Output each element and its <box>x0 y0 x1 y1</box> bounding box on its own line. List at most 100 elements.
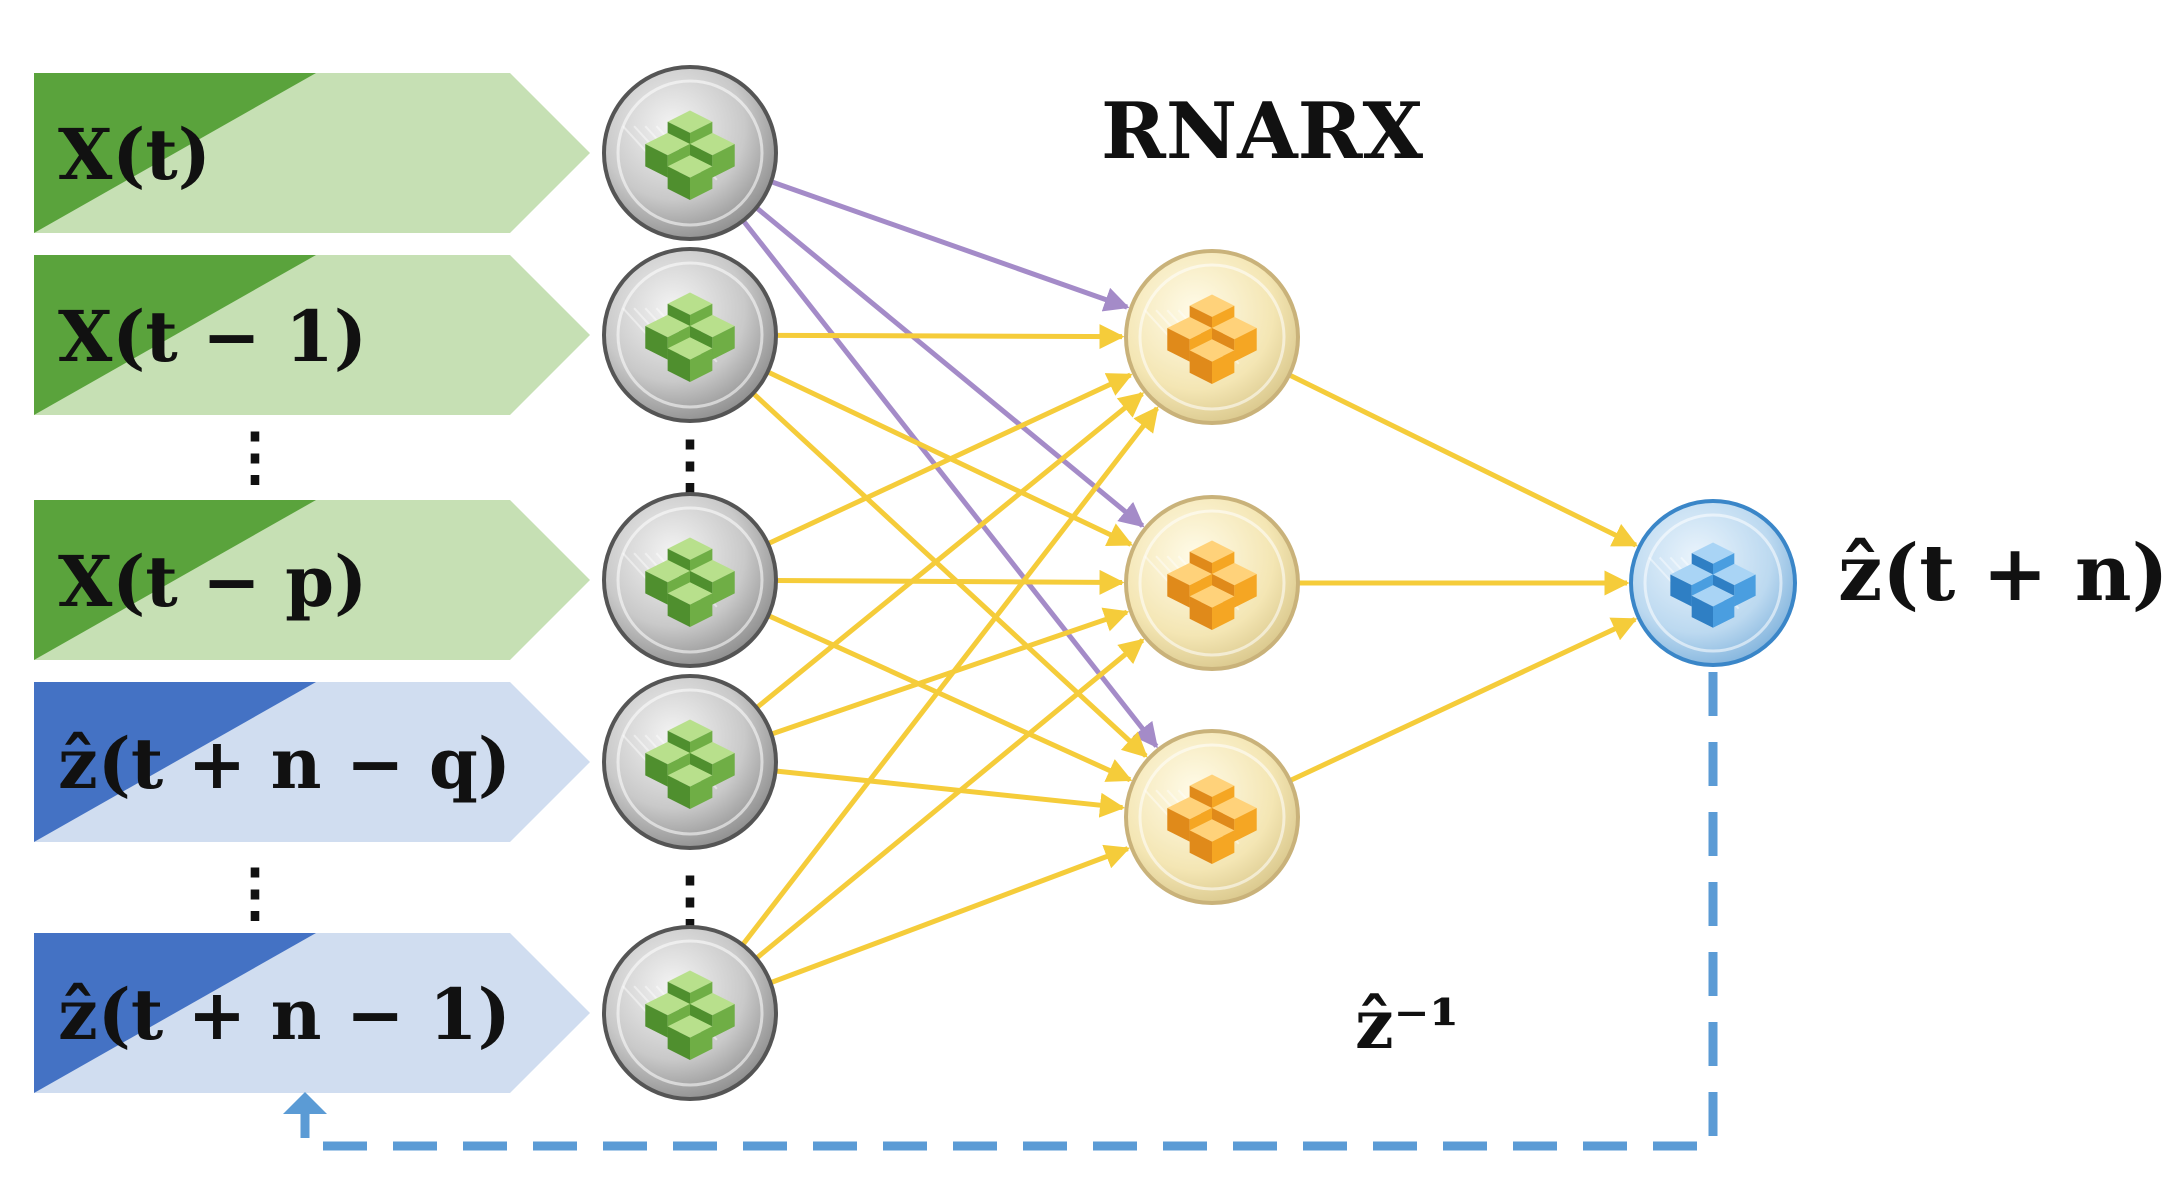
edge-input1-hidden1 <box>770 179 1130 312</box>
cube-left-face <box>667 593 690 627</box>
cube-left-face <box>1167 574 1190 608</box>
input-banner-corner <box>34 255 316 415</box>
cube-top-face <box>645 741 690 765</box>
input-label-4: ẑ(t + n − q) <box>58 722 511 805</box>
input-banner-2: X(t − 1) <box>34 255 590 415</box>
cube-left-face <box>1691 595 1713 628</box>
input-banner-3: X(t − p) <box>34 500 590 660</box>
cube-top-face <box>667 537 713 560</box>
node-inner-ring <box>616 688 764 836</box>
cube-right-face <box>712 326 735 360</box>
cube-right-face <box>1212 830 1235 864</box>
edge-input1-hidden3 <box>741 219 1159 749</box>
network-nodes <box>602 65 1797 1101</box>
edge-input4-hidden3 <box>775 768 1125 818</box>
input-banner-1: X(t) <box>34 73 590 233</box>
cube-right-face <box>1734 574 1756 607</box>
input-node-4 <box>602 674 778 850</box>
cube-top-face <box>1189 294 1235 317</box>
edge-input3-hidden1 <box>766 372 1133 546</box>
input-banner-corner <box>34 933 316 1093</box>
hidden-node-2 <box>1124 495 1300 671</box>
edge-input3-hidden2 <box>775 569 1125 595</box>
ellipsis-nodes-upper: ⋮ <box>658 427 722 502</box>
cube-right-face <box>712 1004 735 1038</box>
cube-right-face <box>690 593 713 627</box>
cube-top-face <box>645 559 690 583</box>
cube-left-face <box>645 144 668 178</box>
cube-top-face <box>1167 316 1212 340</box>
connection-edges <box>740 179 1639 986</box>
node-inner-ring <box>1138 509 1286 657</box>
cube-top-face <box>690 992 735 1016</box>
cube-right-face <box>690 166 713 200</box>
cube-right-face <box>1212 350 1235 384</box>
cube-left-face <box>1670 574 1692 607</box>
cube-top-face <box>667 582 713 605</box>
cube-right-face <box>690 1026 713 1060</box>
node-inner-ring <box>616 79 764 227</box>
cube-top-face <box>1691 542 1735 564</box>
cube-left-face <box>667 348 690 382</box>
input-label-2: X(t − 1) <box>58 295 367 378</box>
edge-input3-hidden3 <box>767 613 1133 783</box>
cube-top-face <box>645 992 690 1016</box>
node-inner-ring <box>616 506 764 654</box>
edge-input1-hidden2 <box>754 205 1145 528</box>
cube-left-face <box>667 166 690 200</box>
cube-left-face <box>645 753 668 787</box>
cube-left-face <box>1189 596 1212 630</box>
cube-left-face <box>1167 328 1190 362</box>
edge-hidden1-output <box>1288 372 1639 548</box>
input-banners: X(t) X(t − 1) X(t − p) ẑ(t + n − q) ẑ(t + n … <box>34 73 590 1093</box>
cube-left-face <box>1167 808 1190 842</box>
cube-left-face <box>645 326 668 360</box>
cube-right-face <box>1234 574 1257 608</box>
cube-left-face <box>667 1026 690 1060</box>
feedback-loop-line <box>300 672 1718 1151</box>
cube-top-face <box>1189 339 1235 362</box>
cube-top-face <box>690 741 735 765</box>
cube-top-face <box>667 970 713 993</box>
cube-top-face <box>1189 819 1235 842</box>
feedback-delay-label: ẑ⁻¹ <box>1355 985 1459 1065</box>
hidden-node-1 <box>1124 249 1300 425</box>
edge-input5-hidden3 <box>769 844 1131 986</box>
input-banner-4: ẑ(t + n − q) <box>34 682 590 842</box>
edge-input5-hidden1 <box>740 406 1159 947</box>
input-banner-corner <box>34 682 316 842</box>
node-inner-ring <box>1138 263 1286 411</box>
cube-right-face <box>1234 328 1257 362</box>
edge-input4-hidden1 <box>755 391 1145 710</box>
output-label: ẑ(t + n) <box>1838 528 2169 619</box>
node-inner-ring <box>1643 513 1783 653</box>
input-node-1 <box>602 65 778 241</box>
input-banner-corner <box>34 500 316 660</box>
cube-right-face <box>1212 596 1235 630</box>
cube-right-face <box>1713 595 1735 628</box>
cube-right-face <box>1234 808 1257 842</box>
hidden-node-3 <box>1124 729 1300 905</box>
cube-left-face <box>645 1004 668 1038</box>
input-node-5 <box>602 925 778 1101</box>
cube-left-face <box>667 775 690 809</box>
cube-right-face <box>712 571 735 605</box>
cube-top-face <box>1189 585 1235 608</box>
cube-right-face <box>712 753 735 787</box>
cube-left-face <box>1189 830 1212 864</box>
output-node <box>1629 499 1797 667</box>
node-inner-ring <box>616 261 764 409</box>
node-inner-ring <box>1138 743 1286 891</box>
feedback-arrow-head <box>283 1092 327 1114</box>
input-label-1: X(t) <box>58 113 211 196</box>
cube-top-face <box>1691 585 1735 607</box>
model-title: RNARX <box>1101 86 1423 177</box>
input-node-2 <box>602 247 778 423</box>
input-banner-5: ẑ(t + n − 1) <box>34 933 590 1093</box>
cube-top-face <box>1212 316 1257 340</box>
cube-left-face <box>1189 350 1212 384</box>
cube-top-face <box>690 559 735 583</box>
input-label-5: ẑ(t + n − 1) <box>58 973 511 1056</box>
edge-input5-hidden2 <box>754 638 1145 961</box>
